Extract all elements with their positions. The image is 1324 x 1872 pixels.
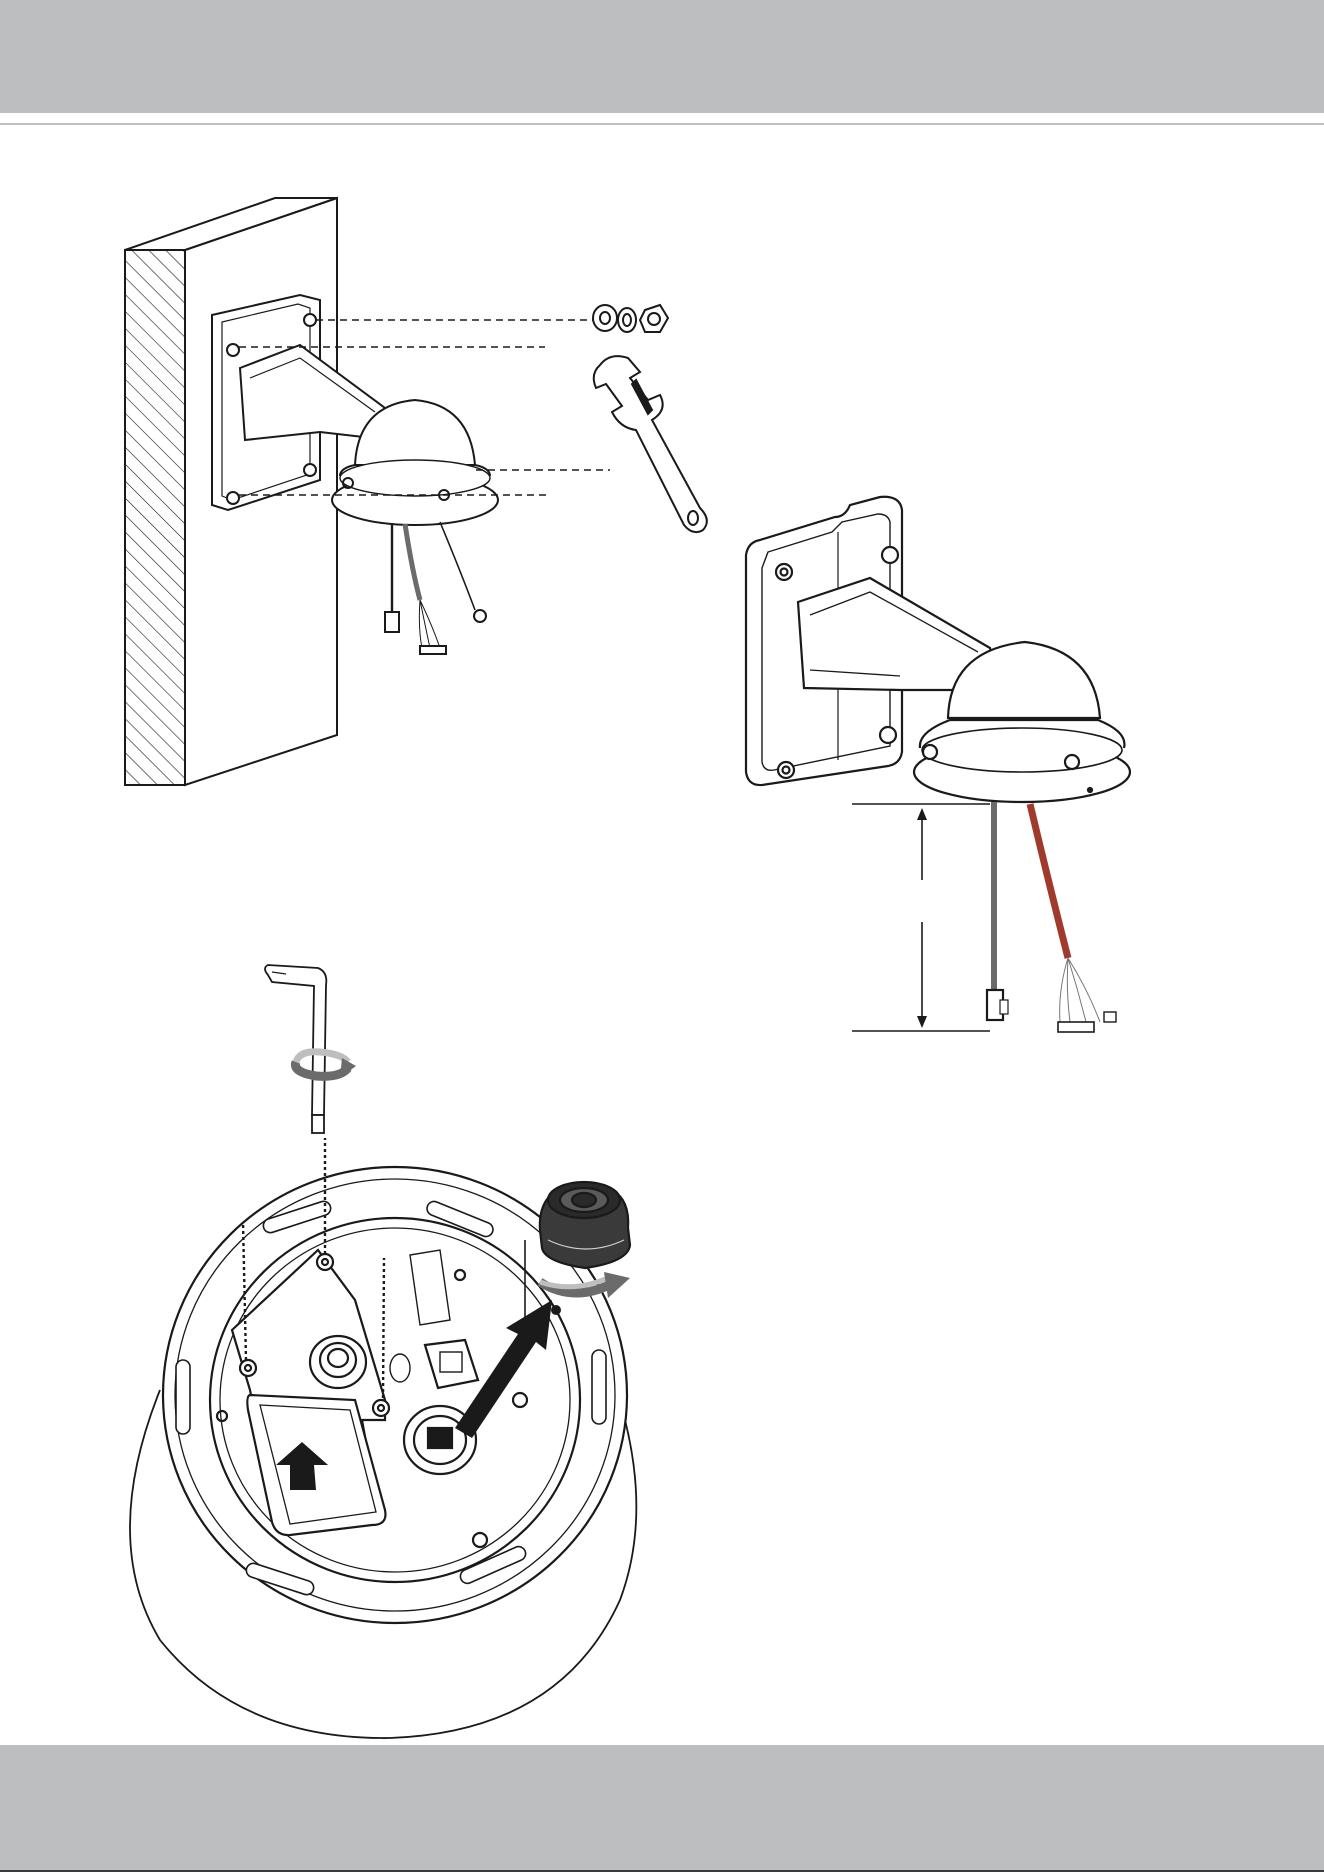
backplate-bolt (880, 727, 896, 743)
backplate-bolt (778, 762, 794, 778)
rj45-plug (385, 612, 399, 632)
plate-stud (227, 344, 239, 356)
wall-mount-figure (125, 198, 707, 785)
wall-hatched-side (125, 250, 185, 785)
flat-washer (593, 305, 617, 331)
ground-ring (474, 610, 486, 622)
adjustable-wrench-icon (594, 356, 707, 532)
spring-washer (618, 308, 636, 332)
cover-screw (240, 1360, 256, 1376)
plate-stud (304, 464, 316, 476)
plate-stud (227, 492, 239, 504)
cover-screw (317, 1254, 333, 1270)
multi-wire-cable (405, 524, 420, 600)
plate-stud (304, 314, 316, 326)
backplate-bolt (776, 564, 792, 580)
rotate-arrow-icon (295, 1052, 356, 1078)
footer-band (0, 1745, 1324, 1872)
power-io-cable (1030, 804, 1068, 958)
ground-wire (440, 522, 475, 610)
backplate-bolt (882, 547, 898, 563)
camera-base-figure (130, 965, 636, 1738)
cover-screw (373, 1400, 389, 1416)
cable-length-figure (746, 497, 1130, 1032)
hex-nut (640, 305, 668, 332)
